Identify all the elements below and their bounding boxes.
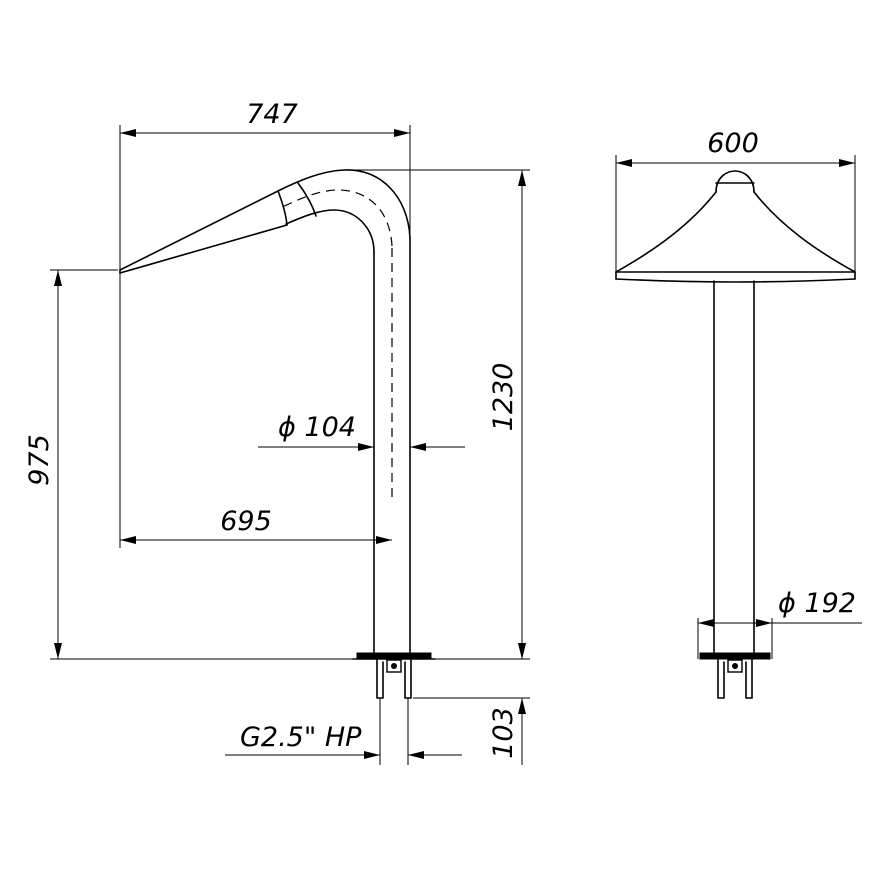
dim-text-g: G2.5" HP bbox=[240, 722, 362, 753]
nozzle-lower-edge bbox=[119, 224, 288, 274]
front-view: 600 ϕ 192 bbox=[615, 128, 862, 699]
joint-line-1 bbox=[277, 190, 288, 226]
dim-text-600: 600 bbox=[707, 128, 759, 159]
bend-centerline bbox=[281, 189, 393, 247]
cone-right bbox=[753, 191, 856, 273]
cone-rim bbox=[615, 278, 856, 283]
dim-text-975: 975 bbox=[24, 434, 55, 486]
nozzle-cap bbox=[715, 170, 755, 193]
cone-left bbox=[615, 191, 717, 273]
dim-text-192: ϕ 192 bbox=[778, 588, 856, 619]
base-flange bbox=[356, 652, 432, 660]
dim-text-103: 103 bbox=[488, 707, 519, 759]
dim-text-747: 747 bbox=[246, 99, 298, 130]
base-mount bbox=[376, 658, 412, 699]
bend-inner-edge bbox=[285, 209, 375, 253]
front-base-bolt bbox=[732, 663, 738, 669]
joint-line-2 bbox=[297, 182, 317, 217]
bend-outer-edge bbox=[277, 169, 411, 239]
dim-text-1230: 1230 bbox=[488, 363, 519, 432]
front-base-mount bbox=[717, 658, 753, 699]
dim-text-695: 695 bbox=[220, 506, 272, 537]
base-bolt bbox=[391, 663, 397, 669]
dim-text-104: ϕ 104 bbox=[278, 412, 356, 443]
nozzle-upper-edge bbox=[119, 190, 279, 271]
front-base-flange bbox=[699, 652, 771, 660]
side-view: 747 695 ϕ 104 G2.5" HP 975 1230 103 bbox=[24, 99, 530, 765]
